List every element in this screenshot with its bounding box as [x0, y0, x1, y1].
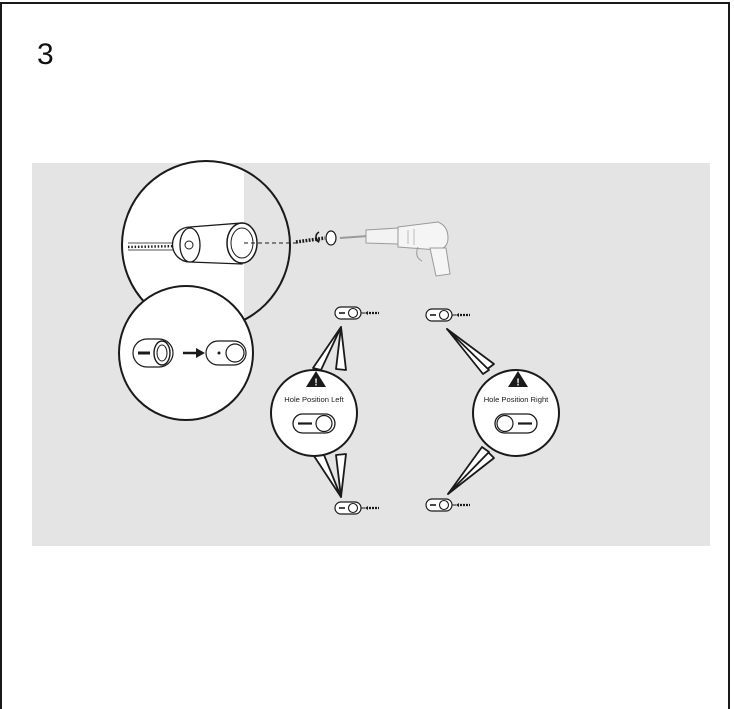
hole-position-left-label: Hole Position Left	[284, 395, 344, 404]
step-number: 3	[37, 38, 54, 71]
anchor-flush-magnifier	[118, 285, 254, 421]
hole-position-left-callout: ! Hole Position Left	[270, 326, 358, 498]
hole-position-right-label: Hole Position Right	[484, 395, 549, 404]
warning-icon	[306, 371, 326, 387]
anchor-top-left	[333, 305, 381, 321]
power-drill-icon	[339, 221, 451, 277]
anchor-top-right	[424, 307, 472, 323]
svg-text:!: !	[314, 378, 317, 389]
warning-icon	[508, 371, 528, 387]
hole-position-right-callout: ! Hole Position Right	[446, 328, 560, 495]
anchor-bottom-left	[333, 500, 381, 516]
anchor-bottom-right	[424, 497, 472, 513]
svg-text:!: !	[516, 378, 519, 389]
screw-icon	[295, 230, 337, 246]
